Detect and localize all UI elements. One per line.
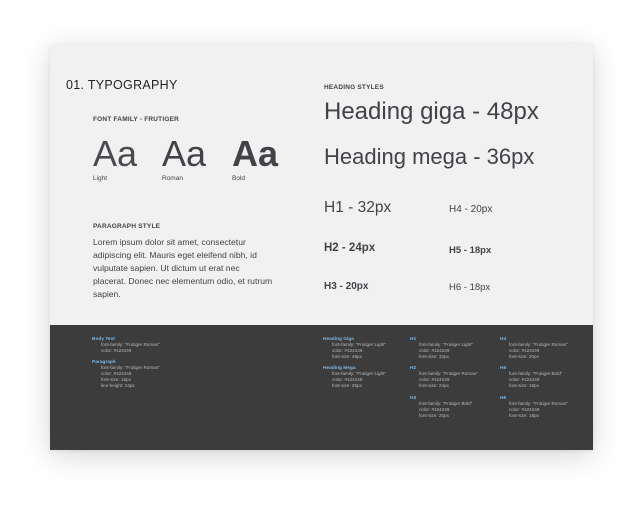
font-sample-light-caption: Light — [93, 175, 108, 182]
spec-line: color: #424249 — [101, 371, 132, 376]
h4-sample: H4 - 20px — [449, 204, 493, 215]
spec-title: H3 — [410, 396, 417, 401]
spec-line: font-size: 36px — [332, 383, 362, 388]
spec-line: color: #424249 — [419, 348, 450, 353]
spec-line: font-size: 18px — [509, 413, 539, 418]
spec-h2: H2 font-family: "Frutiger Roman" color: … — [410, 366, 478, 389]
spec-heading-mega: Heading Mega font-family: "Frutiger Ligh… — [323, 366, 386, 389]
spec-line: color: #424249 — [509, 377, 540, 382]
spec-line: font-family: "Frutiger Bold" — [509, 371, 563, 376]
heading-mega-sample: Heading mega - 36px — [324, 144, 535, 169]
spec-line: font-size: 32px — [419, 354, 449, 359]
heading-styles-label: HEADING STYLES — [324, 84, 384, 91]
spec-line: font-size: 18px — [509, 383, 539, 388]
typography-panel: 01. TYPOGRAPHY FONT FAMILY - FRUTIGER Aa… — [50, 44, 593, 325]
font-sample-light: Aa — [93, 133, 138, 174]
h2-sample: H2 - 24px — [324, 242, 376, 254]
h1-sample: H1 - 32px — [324, 199, 392, 216]
spec-line: font-family: "Frutiger Roman" — [101, 342, 160, 347]
font-sample-bold-caption: Bold — [232, 175, 246, 182]
font-sample-roman-caption: Roman — [162, 175, 183, 182]
h5-sample: H5 - 18px — [449, 245, 492, 256]
h3-sample: H3 - 20px — [324, 281, 369, 292]
spec-title: H4 — [500, 337, 507, 342]
spec-line: font-family: "Frutiger Light" — [332, 342, 387, 347]
h6-sample: H6 - 18px — [449, 282, 491, 293]
spec-line: font-size: 20px — [509, 354, 539, 359]
spec-line: color: #424249 — [509, 407, 540, 412]
spec-line: font-family: "Frutiger Roman" — [509, 401, 568, 406]
spec-title: H5 — [500, 366, 507, 371]
style-spec-panel: Body Text font-family: "Frutiger Roman" … — [50, 325, 593, 450]
spec-title: Body Text — [92, 337, 115, 342]
spec-line: color: #424249 — [101, 348, 132, 353]
spec-h5: H5 font-family: "Frutiger Bold" color: #… — [500, 366, 562, 389]
spec-line: font-size: 24px — [419, 383, 449, 388]
spec-line: color: #424249 — [419, 377, 450, 382]
spec-h6: H6 font-family: "Frutiger Roman" color: … — [500, 396, 568, 419]
spec-title: Heading Mega — [323, 366, 356, 371]
spec-h1: H1 font-family: "Frutiger Light" color: … — [410, 337, 473, 360]
spec-title: H6 — [500, 396, 507, 401]
spec-title: H1 — [410, 337, 417, 342]
spec-paragraph: Paragraph font-family: "Frutiger Roman" … — [92, 360, 160, 389]
spec-h3: H3 font-family: "Frutiger Bold" color: #… — [410, 396, 472, 419]
section-title: 01. TYPOGRAPHY — [66, 78, 178, 92]
spec-line: font-family: "Frutiger Light" — [419, 342, 474, 347]
spec-body-text: Body Text font-family: "Frutiger Roman" … — [92, 337, 160, 354]
spec-title: Paragraph — [92, 360, 116, 365]
spec-line: font-size: 48px — [332, 354, 362, 359]
spec-line: color: #424249 — [419, 407, 450, 412]
spec-h4: H4 font-family: "Frutiger Roman" color: … — [500, 337, 568, 360]
spec-line: color: #424249 — [509, 348, 540, 353]
spec-line: color: #424249 — [332, 377, 363, 382]
spec-line: font-family: "Frutiger Roman" — [101, 365, 160, 370]
spec-line: font-size: 16px — [101, 377, 131, 382]
paragraph-style-label: PARAGRAPH STYLE — [93, 223, 161, 230]
spec-line: font-family: "Frutiger Roman" — [509, 342, 568, 347]
font-sample-bold: Aa — [232, 133, 279, 174]
spec-title: Heading Giga — [323, 337, 354, 342]
spec-line: font-family: "Frutiger Light" — [332, 371, 387, 376]
paragraph-sample: Lorem ipsum dolor sit amet, consectetur … — [93, 237, 273, 299]
heading-giga-sample: Heading giga - 48px — [324, 98, 539, 125]
spec-line: font-family: "Frutiger Bold" — [419, 401, 473, 406]
font-family-label: FONT FAMILY - FRUTIGER — [93, 116, 180, 123]
spec-line: color: #424249 — [332, 348, 363, 353]
spec-line: line-height: 24px — [101, 383, 135, 388]
typography-card: 01. TYPOGRAPHY FONT FAMILY - FRUTIGER Aa… — [50, 44, 593, 450]
spec-heading-giga: Heading Giga font-family: "Frutiger Ligh… — [323, 337, 386, 360]
spec-line: font-family: "Frutiger Roman" — [419, 371, 478, 376]
font-sample-roman: Aa — [162, 133, 207, 174]
spec-line: font-size: 20px — [419, 413, 449, 418]
spec-title: H2 — [410, 366, 417, 371]
